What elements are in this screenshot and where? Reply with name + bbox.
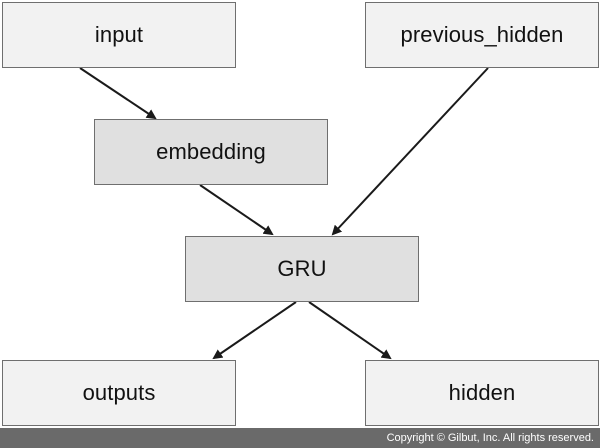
copyright-footer: Copyright © Gilbut, Inc. All rights rese… <box>0 428 600 448</box>
node-gru-label: GRU <box>277 256 327 281</box>
node-previous-hidden: previous_hidden <box>365 2 599 68</box>
edge-gru-to-outputs <box>212 301 297 360</box>
edge-gru-to-hidden <box>308 301 392 360</box>
edge-previous-hidden-to-gru <box>331 67 489 236</box>
node-outputs: outputs <box>2 360 236 426</box>
node-embedding-label: embedding <box>156 139 266 164</box>
node-hidden-label: hidden <box>448 380 516 405</box>
node-hidden: hidden <box>365 360 599 426</box>
node-gru: GRU <box>185 236 419 302</box>
node-embedding: embedding <box>94 119 328 185</box>
node-outputs-label: outputs <box>82 380 156 405</box>
node-previous-hidden-label: previous_hidden <box>400 22 564 47</box>
node-input: input <box>2 2 236 68</box>
copyright-text: Copyright © Gilbut, Inc. All rights rese… <box>386 432 594 444</box>
edge-embedding-to-gru <box>199 184 274 236</box>
edge-input-to-embedding <box>79 67 157 120</box>
node-input-label: input <box>94 22 144 47</box>
